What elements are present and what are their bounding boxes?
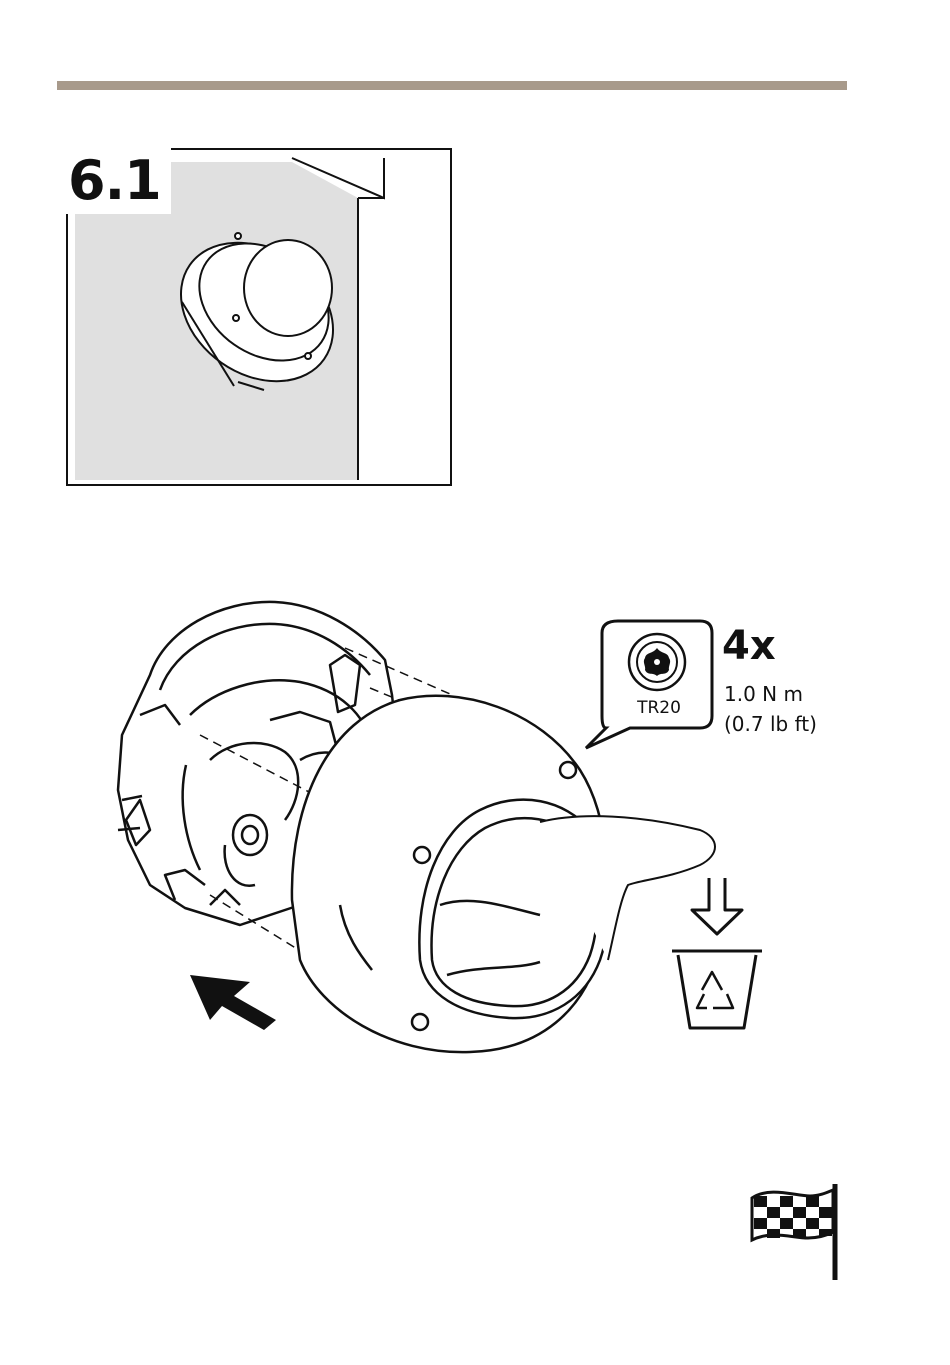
checkered-flag-icon: [752, 1184, 835, 1280]
torque-metric: 1.0 N m: [724, 679, 817, 709]
recycle-bin-icon: [672, 951, 762, 1028]
insert-arrow-icon: [190, 975, 276, 1030]
torque-imperial: (0.7 lb ft): [724, 709, 817, 739]
tool-bit-label: TR20: [606, 696, 712, 720]
screw-quantity: 4x: [722, 622, 776, 670]
torque-values: 1.0 N m (0.7 lb ft): [724, 679, 817, 739]
down-arrow-icon: [692, 878, 742, 934]
dome-cover: [292, 696, 609, 1052]
torx-bit-icon: [629, 634, 685, 690]
